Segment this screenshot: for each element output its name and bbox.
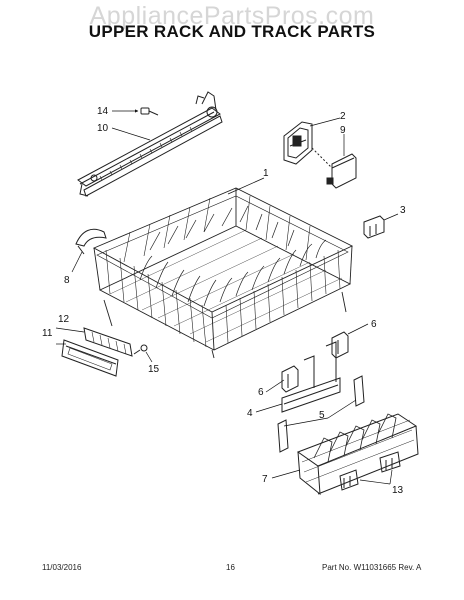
callout-6-lower: 6 <box>258 387 264 398</box>
callout-13: 13 <box>392 485 404 496</box>
callout-9: 9 <box>340 125 346 136</box>
callout-6-upper: 6 <box>371 319 377 330</box>
upper-rack <box>92 187 354 359</box>
callout-5: 5 <box>319 410 325 421</box>
callout-14: 14 <box>97 106 109 117</box>
page-title: UPPER RACK AND TRACK PARTS <box>88 22 376 41</box>
callout-8: 8 <box>64 275 70 286</box>
rack-hook <box>75 228 107 255</box>
screw <box>140 107 159 116</box>
rack-clip <box>311 147 357 189</box>
handle-bracket <box>83 327 133 357</box>
track-roller <box>277 375 365 453</box>
watermark: AppliancePartsPros.com <box>89 2 375 30</box>
leader-lines <box>55 109 399 485</box>
callout-11: 11 <box>42 328 53 339</box>
callout-7: 7 <box>262 474 268 485</box>
tine-clip <box>339 451 401 491</box>
handle-screw <box>133 344 148 355</box>
rack-clip-upper <box>331 331 349 359</box>
rack-stop <box>363 215 385 239</box>
footer-page-number: 16 <box>226 563 235 572</box>
footer-date: 11/03/2016 <box>42 563 82 572</box>
callout-3: 3 <box>400 205 406 216</box>
callout-2: 2 <box>340 111 346 122</box>
footer-part-number: Part No. W11031665 Rev. A <box>322 563 422 572</box>
track-channel <box>281 341 341 413</box>
tine-row-assembly <box>296 413 419 496</box>
callout-10: 10 <box>97 123 109 134</box>
rack-bracket <box>283 121 313 165</box>
rack-handle <box>61 339 119 377</box>
callout-15: 15 <box>148 364 160 375</box>
callout-4: 4 <box>247 408 253 419</box>
callout-1: 1 <box>263 168 269 179</box>
rack-clip-lower <box>281 365 299 393</box>
track-rail <box>77 91 223 197</box>
callout-12: 12 <box>58 314 70 325</box>
callouts: 14 10 2 9 1 3 8 12 11 15 6 6 4 5 7 13 <box>42 106 406 496</box>
